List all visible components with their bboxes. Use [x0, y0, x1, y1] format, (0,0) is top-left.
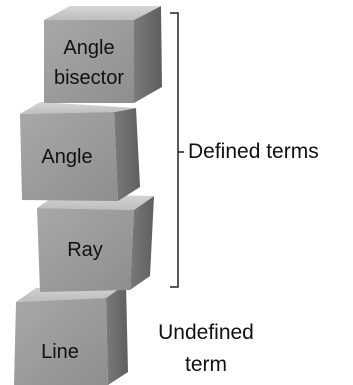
block-line	[14, 284, 128, 385]
block-angle-front	[20, 112, 118, 201]
block-line-front	[14, 298, 108, 385]
block-angle-bisector-side	[134, 6, 162, 103]
angle-bisector-label-line1: Angle	[63, 37, 115, 59]
angle-bisector-label-line2: bisector	[53, 67, 125, 89]
ray-label: Ray	[67, 239, 103, 261]
block-ray	[37, 194, 154, 292]
block-angle-top	[20, 102, 136, 114]
line-label: Line	[41, 341, 79, 363]
undefined-term-label-line1: Undefined	[158, 321, 254, 344]
defined-terms-label: Defined terms	[188, 140, 319, 163]
block-line-side	[106, 284, 128, 385]
block-angle-bisector-front	[44, 20, 134, 103]
undefined-term-label-line2: term	[185, 353, 227, 376]
angle-label: Angle	[41, 146, 93, 168]
block-ray-side	[130, 196, 154, 290]
defined-terms-bracket	[170, 12, 184, 288]
block-angle	[20, 102, 140, 201]
block-ray-front	[37, 208, 134, 292]
block-angle-side	[114, 108, 140, 201]
block-angle-bisector-top	[44, 6, 161, 20]
block-angle-bisector	[44, 6, 162, 103]
